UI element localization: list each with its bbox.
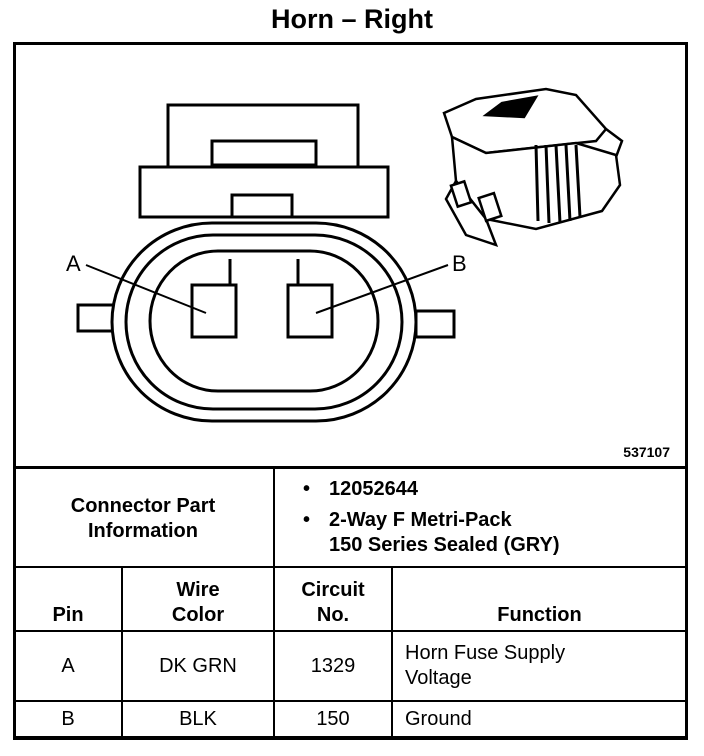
cell-wire-color: DK GRN — [121, 630, 275, 702]
table-header-row: Pin Wire Color Circuit No. Function — [13, 566, 688, 632]
part-number: 12052644 — [329, 478, 418, 500]
connector-info-label: Connector Part Information — [13, 469, 275, 568]
connector-card — [13, 42, 688, 740]
page-title: Horn – Right — [271, 4, 433, 34]
connector-info-label-line2: Information — [88, 519, 198, 542]
oval-middle — [124, 233, 404, 411]
cell-pin: B — [13, 700, 123, 738]
leader-b — [315, 264, 449, 314]
header-function: Function — [391, 566, 688, 632]
oval-inner — [148, 249, 380, 393]
cell-wire-color: BLK — [121, 700, 275, 738]
leader-a — [85, 264, 207, 314]
cell-pin: A — [13, 630, 123, 702]
pin-label-a: A — [66, 251, 81, 276]
connector-diagram: A B — [66, 87, 624, 423]
header-circuit-no: Circuit No. — [273, 566, 393, 632]
table-row: A DK GRN 1329 Horn Fuse Supply Voltage — [13, 630, 688, 702]
latch — [230, 193, 294, 219]
pin-table: Pin Wire Color Circuit No. Function A DK… — [13, 566, 688, 738]
table-row: B BLK 150 Ground — [13, 700, 688, 738]
list-item: • 2-Way F Metri-Pack 150 Series Sealed (… — [303, 508, 560, 558]
cavity-b — [286, 283, 334, 339]
figure-number: 537107 — [623, 444, 670, 460]
oval-outer — [110, 221, 418, 423]
cell-circuit: 150 — [273, 700, 393, 738]
bullet-icon: • — [303, 478, 311, 500]
pin-label-b: B — [452, 251, 467, 276]
connector-description-line2: 150 Series Sealed (GRY) — [329, 534, 560, 556]
header-pin: Pin — [13, 566, 123, 632]
bullet-icon: • — [303, 509, 311, 531]
connector-3d-illustration — [442, 87, 624, 248]
connector-description-line1: 2-Way F Metri-Pack — [329, 509, 512, 531]
header-wire-color: Wire Color — [121, 566, 275, 632]
right-tab — [414, 309, 456, 339]
left-tab — [76, 303, 118, 333]
list-item: • 12052644 — [303, 477, 560, 502]
connector-info-section: Connector Part Information • 12052644 • … — [13, 466, 688, 568]
connector-info-values: • 12052644 • 2-Way F Metri-Pack 150 Seri… — [303, 477, 560, 564]
cell-function: Horn Fuse Supply Voltage — [391, 630, 688, 702]
cell-function: Ground — [391, 700, 688, 738]
housing-slot — [210, 139, 318, 167]
cell-circuit: 1329 — [273, 630, 393, 702]
connector-info-label-line1: Connector Part — [70, 494, 216, 517]
